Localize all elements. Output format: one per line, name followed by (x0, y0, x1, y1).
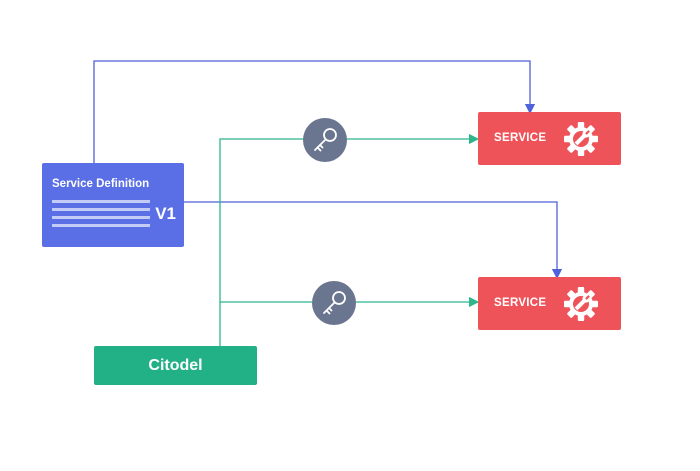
service-definition-title: Service Definition (52, 178, 150, 190)
blue-connector-definition-to-service-2 (184, 201, 563, 280)
green-connector-trunk (219, 138, 303, 346)
gear-wrench-icon (564, 122, 598, 156)
service-definition-version: V1 (155, 204, 176, 223)
gear-wrench-icon (564, 287, 598, 321)
service-definition-box: Service Definition V1 (42, 163, 184, 247)
citodel-label: Citodel (148, 356, 203, 374)
service-label: SERVICE (494, 297, 547, 309)
key-icon (303, 118, 347, 162)
service-box-1: SERVICE (478, 112, 621, 165)
service-box-2: SERVICE (478, 277, 621, 330)
document-lines-icon (52, 200, 150, 232)
key-icon (312, 281, 356, 325)
blue-connector-definition-to-service-1 (93, 60, 536, 163)
service-label: SERVICE (494, 132, 547, 144)
citodel-box: Citodel (94, 346, 257, 385)
